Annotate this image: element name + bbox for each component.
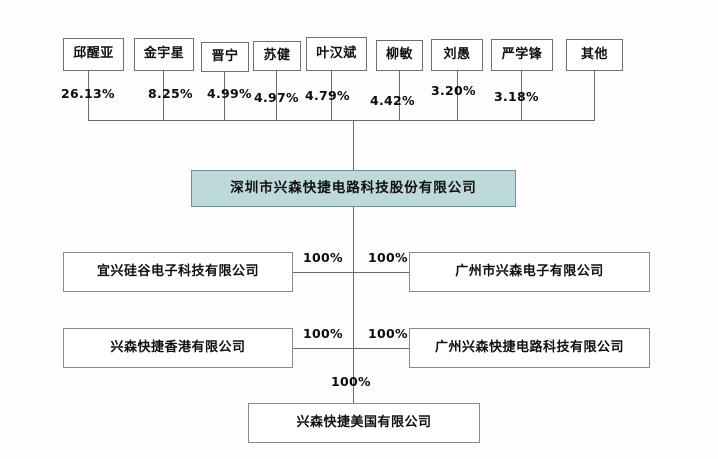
parent-company-name: 深圳市兴森快捷电路科技股份有限公司	[230, 180, 477, 197]
shareholder-name: 刘愚	[443, 46, 471, 62]
subsidiary-box-5: 兴森快捷美国有限公司	[248, 403, 480, 443]
connector-shareholder-7	[457, 71, 458, 120]
subsidiary-box-2: 广州市兴森电子有限公司	[409, 252, 650, 292]
shareholder-percent-2: 8.25%	[148, 86, 193, 101]
shareholder-name: 金宇星	[143, 46, 185, 62]
subsidiary-percent-4: 100%	[368, 326, 408, 341]
subsidiary-name: 兴森快捷美国有限公司	[296, 414, 432, 430]
connector-shareholder-5	[331, 71, 332, 120]
shareholder-name: 叶汉斌	[316, 45, 357, 61]
shareholder-box-4: 苏健	[253, 41, 301, 71]
shareholder-percent-1: 26.13%	[61, 86, 115, 101]
connector-subsidiary-3	[293, 348, 353, 349]
subsidiary-name: 广州市兴森电子有限公司	[455, 263, 604, 279]
connector-shareholder-8	[521, 71, 522, 120]
subsidiary-box-3: 兴森快捷香港有限公司	[63, 328, 293, 368]
subsidiary-box-1: 宜兴硅谷电子科技有限公司	[63, 252, 293, 292]
connector-subsidiary-2	[353, 272, 409, 273]
subsidiary-percent-2: 100%	[368, 250, 408, 265]
shareholder-box-5: 叶汉斌	[306, 37, 367, 71]
subsidiary-name: 宜兴硅谷电子科技有限公司	[96, 263, 259, 279]
shareholder-percent-7: 3.20%	[431, 83, 476, 98]
shareholder-name: 邱醒亚	[73, 46, 114, 62]
shareholder-box-2: 金宇星	[134, 38, 194, 71]
shareholder-name: 其他	[580, 46, 608, 62]
shareholder-name: 苏健	[263, 47, 291, 63]
shareholder-box-8: 严学锋	[491, 39, 553, 71]
shareholder-bus-line	[88, 120, 595, 121]
connector-shareholder-6	[399, 71, 400, 120]
subsidiary-name: 兴森快捷香港有限公司	[110, 339, 246, 355]
shareholder-percent-3: 4.99%	[207, 86, 252, 101]
subsidiary-percent-3: 100%	[303, 326, 343, 341]
connector-shareholder-4	[276, 71, 277, 120]
connector-parent-trunk	[353, 207, 354, 403]
subsidiary-percent-5: 100%	[331, 374, 371, 389]
shareholder-percent-8: 3.18%	[494, 89, 539, 104]
parent-company-box: 深圳市兴森快捷电路科技股份有限公司	[191, 170, 516, 207]
connector-shareholder-3	[224, 72, 225, 120]
shareholder-name: 严学锋	[501, 46, 543, 62]
shareholder-percent-6: 4.42%	[370, 93, 415, 108]
connector-shareholder-9	[594, 71, 595, 120]
shareholder-name: 柳敏	[385, 47, 413, 63]
subsidiary-name: 广州兴森快捷电路科技有限公司	[434, 339, 624, 355]
subsidiary-percent-1: 100%	[303, 250, 343, 265]
subsidiary-box-4: 广州兴森快捷电路科技有限公司	[409, 328, 650, 368]
shareholder-box-9: 其他	[566, 39, 623, 71]
shareholder-name: 晋宁	[211, 48, 239, 64]
shareholder-box-3: 晋宁	[201, 42, 249, 72]
shareholder-percent-5: 4.79%	[305, 88, 350, 103]
connector-subsidiary-4	[353, 348, 409, 349]
connector-shareholder-1	[88, 71, 89, 120]
shareholder-box-6: 柳敏	[376, 40, 423, 71]
shareholder-box-1: 邱醒亚	[63, 38, 124, 71]
connector-shareholder-2	[163, 71, 164, 120]
shareholder-percent-4: 4.97%	[254, 90, 299, 105]
connector-subsidiary-1	[293, 272, 353, 273]
connector-bus-to-parent	[353, 120, 354, 172]
shareholder-box-7: 刘愚	[431, 39, 483, 71]
